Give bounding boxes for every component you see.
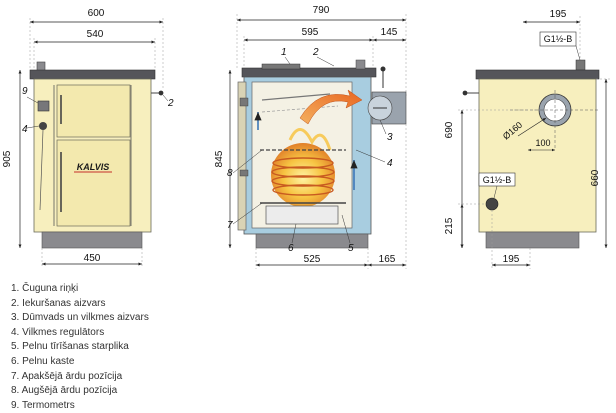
callout-6: 6	[288, 243, 294, 254]
legend-item: 3. Dūmvads un vilkmes aizvars	[11, 312, 149, 324]
dim-front-inner-width: 540	[87, 29, 104, 40]
fitting-top-label-box	[539, 31, 577, 47]
kalvis-logo: KALVIS	[77, 162, 110, 172]
draft-regulator-knob	[39, 122, 47, 130]
side-top-plate	[241, 67, 377, 78]
upper-door	[56, 84, 131, 138]
dim-side-rear-offset: 165	[379, 254, 396, 265]
parts-legend: 1. Čuguna riņķi 2. Iekuršanas aizvars 3.…	[11, 282, 149, 413]
firewood-load	[271, 157, 335, 196]
cast-iron-top-plate	[29, 69, 156, 80]
dim-rear-flue-offset: 195	[550, 9, 567, 20]
dim-rear-bottom-height: 215	[444, 217, 455, 234]
dim-rear-flue-center: 100	[535, 138, 550, 148]
side-base	[255, 233, 369, 249]
boiler-base-front	[41, 231, 143, 249]
legend-item: 4. Vilkmes regulātors	[11, 326, 105, 338]
dim-front-base-width: 450	[84, 253, 101, 264]
callout-2-side: 2	[312, 47, 319, 58]
side-section-view: 790 595 145 845	[214, 5, 407, 269]
boiler-technical-drawing: 600 540 905 KALVIS	[2, 5, 610, 269]
dim-side-flue-width: 145	[381, 27, 398, 38]
dim-side-base-width: 525	[304, 254, 321, 265]
lower-door	[56, 139, 131, 227]
callout-2-front: 2	[167, 98, 174, 109]
legend-item: 6. Pelnu kaste	[11, 355, 75, 367]
dim-rear-return-height: 660	[590, 169, 601, 186]
callout-5: 5	[348, 243, 354, 254]
dim-side-height: 845	[214, 150, 225, 167]
rear-base	[485, 231, 580, 249]
dim-rear-bottom-offset: 195	[503, 254, 520, 265]
callout-1: 1	[281, 47, 287, 58]
side-door	[237, 81, 247, 231]
cast-iron-rings	[261, 63, 301, 70]
callout-7: 7	[227, 220, 233, 231]
ash-box	[265, 205, 339, 225]
flue-stub	[36, 61, 46, 72]
return-fitting	[485, 197, 499, 211]
callout-8: 8	[227, 168, 233, 179]
fitting-top-label: G1½-B	[544, 34, 573, 44]
dim-front-total-width: 600	[88, 8, 105, 19]
rear-view: 195 G1½-B Ø160 100 G1½-B 690	[444, 9, 610, 269]
fitting-bottom-label: G1½-B	[483, 175, 512, 185]
callout-4-side: 4	[387, 158, 393, 169]
dim-side-total-width: 790	[313, 5, 330, 16]
dim-side-body-width: 595	[302, 27, 319, 38]
dim-front-height: 905	[2, 150, 13, 167]
legend-item: 2. Iekuršanas aizvars	[11, 297, 106, 309]
callout-9: 9	[22, 86, 28, 97]
legend-item: 5. Pelnu tīrīšanas starplika	[11, 341, 129, 353]
smoke-flow-arrow	[299, 89, 363, 125]
dim-rear-flue-height: 690	[444, 121, 455, 138]
thermometer	[37, 100, 50, 112]
legend-item: 1. Čuguna riņķi	[11, 283, 79, 294]
callout-3: 3	[387, 132, 393, 143]
boiler-body-rear	[478, 78, 597, 233]
callout-4-front: 4	[22, 124, 28, 135]
rear-top-plate	[475, 69, 600, 80]
front-view: 600 540 905 KALVIS	[2, 8, 174, 268]
draft-regulator-chain	[39, 129, 44, 211]
legend-item: 8. Augšējā ārdu pozīcija	[11, 385, 118, 397]
legend-item: 7. Apakšējā ārdu pozīcija	[11, 370, 123, 382]
legend-item: 9. Termometrs	[11, 399, 75, 411]
